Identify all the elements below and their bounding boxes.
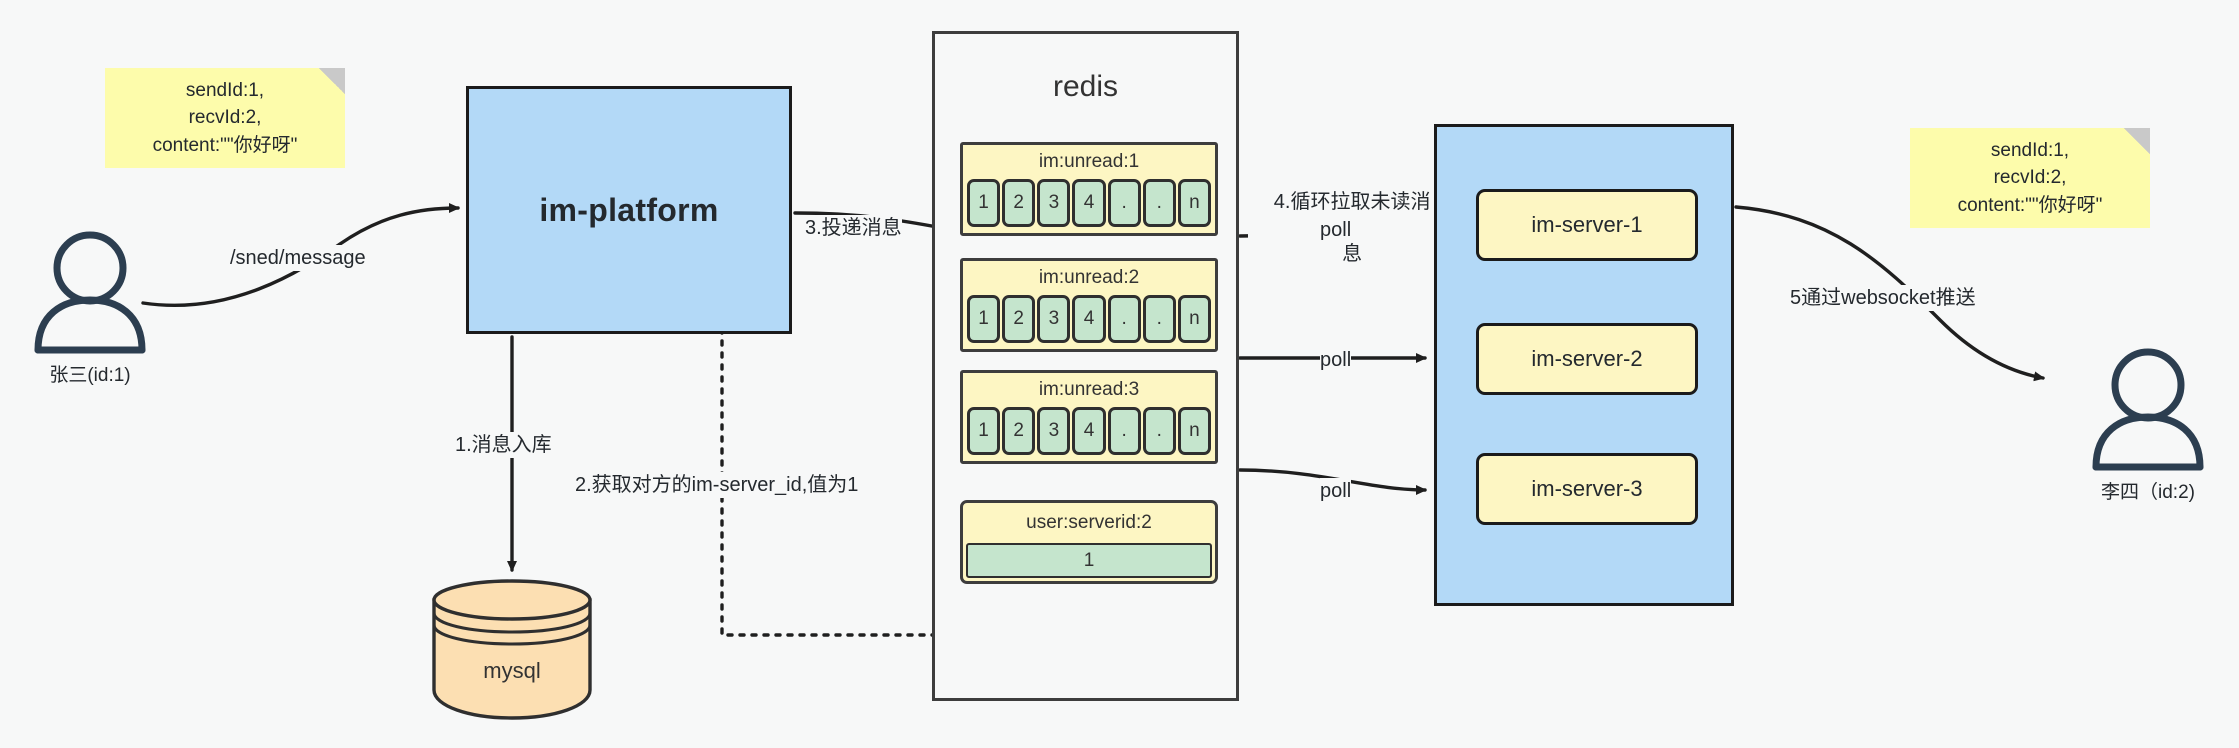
im-server-2-box[interactable]: im-server-2 [1476,323,1698,395]
edge-label-step2: 2.获取对方的im-server_id,值为1 [575,472,859,498]
note-left-line1: sendId:1, [185,79,265,101]
redis-container: redis im:unread:1 1 2 3 4 . . n im:unrea… [932,31,1239,701]
edge-label-step1: 1.消息入库 [455,432,552,458]
note-fold-icon [319,68,345,94]
list-cell[interactable]: . [1142,179,1176,227]
list-cell[interactable]: 4 [1072,407,1106,455]
note-fold-icon [2124,128,2150,154]
redis-list-key: im:unread:2 [1038,267,1140,288]
redis-list-key: im:unread:1 [1038,151,1140,172]
list-cell[interactable]: . [1142,295,1176,343]
list-cell[interactable]: 4 [1072,295,1106,343]
redis-list-im-unread-1[interactable]: im:unread:1 1 2 3 4 . . n [960,142,1218,236]
database-cylinder-icon [432,579,592,720]
redis-list-im-unread-2[interactable]: im:unread:2 1 2 3 4 . . n [960,258,1218,352]
list-cell[interactable]: . [1142,407,1176,455]
im-platform-box[interactable]: im-platform [466,86,792,334]
im-server-1-label: im-server-1 [1531,212,1643,237]
redis-kv-user-serverid[interactable]: user:serverid:2 1 [960,500,1218,584]
right-person-label: 李四（id:2) [2101,482,2195,503]
list-cell[interactable]: 1 [967,295,1001,343]
redis-list-cells: 1 2 3 4 . . n [967,179,1211,227]
note-right-line2: recvId:2, [1993,167,2067,189]
note-right-line3: content:""你好呀" [1957,194,2103,216]
list-cell[interactable]: 3 [1037,295,1071,343]
mysql-label: mysql [483,658,540,683]
list-cell[interactable]: 3 [1037,179,1071,227]
note-left: sendId:1, recvId:2, content:""你好呀" [105,68,345,168]
im-server-3-label: im-server-3 [1531,476,1643,501]
edge-label-step5: 5通过websocket推送 [1790,285,1976,311]
im-server-1-box[interactable]: im-server-1 [1476,189,1698,261]
edge-label-step3: 3.投递消息 [805,215,902,241]
edge-label-poll-3: poll [1320,478,1352,504]
list-cell[interactable]: 2 [1002,295,1036,343]
note-left-line3: content:""你好呀" [152,134,298,156]
list-cell[interactable]: 2 [1002,179,1036,227]
list-cell[interactable]: 1 [967,407,1001,455]
note-right: sendId:1, recvId:2, content:""你好呀" [1910,128,2150,228]
list-cell[interactable]: 2 [1002,407,1036,455]
redis-list-key: im:unread:3 [1038,379,1140,400]
edge-label-send-message: /sned/message [230,245,366,271]
im-server-3-box[interactable]: im-server-3 [1476,453,1698,525]
note-left-line2: recvId:2, [188,107,262,129]
list-cell[interactable]: n [1177,179,1211,227]
list-cell[interactable]: 4 [1072,179,1106,227]
edge-label-poll-2: poll [1320,347,1352,373]
redis-list-cells: 1 2 3 4 . . n [967,295,1211,343]
list-cell[interactable]: n [1177,295,1211,343]
list-cell[interactable]: 3 [1037,407,1071,455]
im-server-2-label: im-server-2 [1531,346,1643,371]
im-server-group: im-server-1 im-server-2 im-server-3 [1434,124,1734,606]
redis-list-im-unread-3[interactable]: im:unread:3 1 2 3 4 . . n [960,370,1218,464]
edge-label-step4-line1: 4.循环拉取未读消 [1273,191,1431,213]
list-cell[interactable]: 1 [967,179,1001,227]
im-platform-label: im-platform [539,191,719,228]
edge-label-step4-line2: 息 [1342,243,1363,265]
list-cell[interactable]: . [1107,407,1141,455]
list-cell[interactable]: . [1107,179,1141,227]
redis-kv-value: 1 [966,543,1212,578]
redis-list-cells: 1 2 3 4 . . n [967,407,1211,455]
person-icon [2111,348,2185,422]
left-person-label: 张三(id:1) [49,365,131,386]
redis-title: redis [1052,70,1119,103]
note-right-line1: sendId:1, [1990,139,2070,161]
list-cell[interactable]: . [1107,295,1141,343]
redis-kv-key: user:serverid:2 [1026,512,1152,533]
list-cell[interactable]: n [1177,407,1211,455]
edge-label-poll-1: poll [1320,217,1352,243]
person-icon [53,231,127,305]
